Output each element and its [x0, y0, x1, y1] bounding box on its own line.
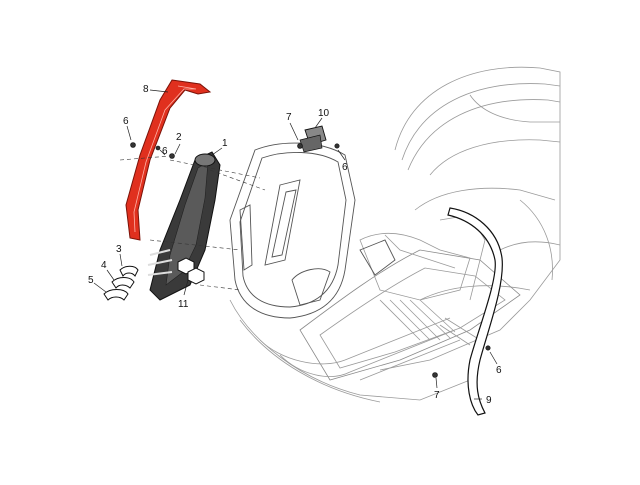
fasteners [130, 142, 491, 378]
leader-lines [93, 89, 498, 400]
callout-1: 1 [222, 138, 228, 149]
front-shield [229, 142, 396, 319]
callout-2: 2 [176, 132, 182, 143]
parts-3-4-5-clips [103, 265, 139, 301]
part-9-trim-profile [447, 207, 503, 416]
callout-3: 3 [116, 244, 122, 255]
callout-4: 4 [101, 260, 107, 271]
callout-7a: 6 [123, 116, 129, 127]
part-10-bracket [299, 125, 327, 153]
callout-5: 5 [88, 275, 94, 286]
callout-7b: 7 [286, 112, 292, 123]
callout-8: 8 [143, 84, 149, 95]
callout-labels: 8 6 6 2 1 3 4 5 11 7 10 6 7 6 9 [88, 84, 502, 406]
part-8-trim-strip [125, 79, 212, 241]
callout-7c: 7 [434, 390, 440, 401]
callout-9: 9 [486, 395, 492, 406]
part-11-nuts [177, 257, 205, 285]
callout-10: 10 [318, 108, 330, 119]
scooter-body [229, 66, 561, 403]
callout-6a: 6 [162, 146, 168, 157]
assembly-lines [119, 155, 266, 291]
callout-11: 11 [178, 299, 189, 310]
part-1-horn-cover [147, 151, 221, 301]
callout-6c: 6 [496, 365, 502, 376]
callout-6b: 6 [342, 162, 348, 173]
